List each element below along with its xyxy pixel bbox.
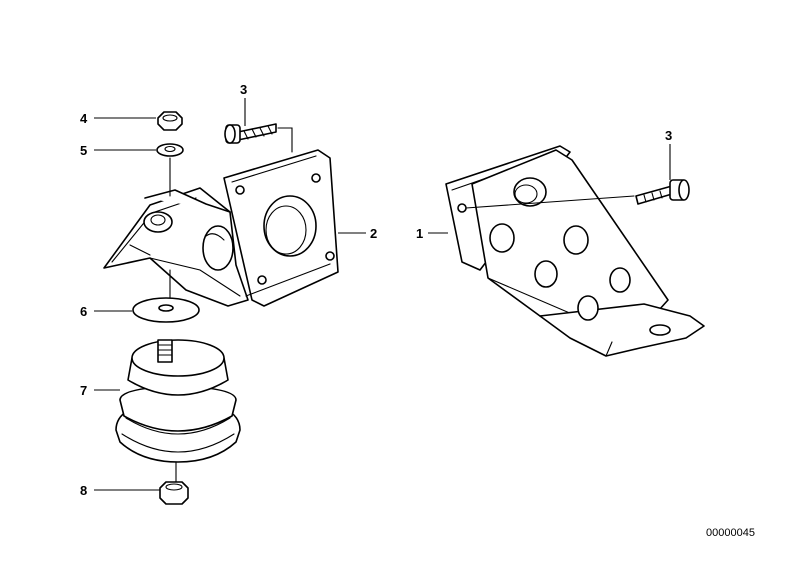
engine-bracket-right (445, 145, 705, 357)
bolt-right (635, 179, 690, 205)
callout-8: 8 (80, 483, 87, 498)
callout-5: 5 (80, 143, 87, 158)
flange-nut (159, 481, 189, 505)
engine-bracket-left (103, 149, 339, 307)
rubber-mount (115, 339, 241, 463)
washer-small (156, 143, 184, 157)
callout-7: 7 (80, 383, 87, 398)
hex-nut (157, 111, 183, 131)
callout-1: 1 (416, 226, 423, 241)
washer-large (132, 297, 200, 323)
bolt-left (224, 123, 277, 144)
diagram-code: 00000045 (706, 527, 755, 539)
callout-3-right: 3 (665, 128, 672, 143)
callout-2: 2 (370, 226, 377, 241)
leader-lines (94, 98, 671, 491)
callout-labels: 1 2 3 3 4 5 6 7 8 (80, 82, 672, 498)
callout-6: 6 (80, 304, 87, 319)
callout-3-left: 3 (240, 82, 247, 97)
callout-4: 4 (80, 111, 88, 126)
